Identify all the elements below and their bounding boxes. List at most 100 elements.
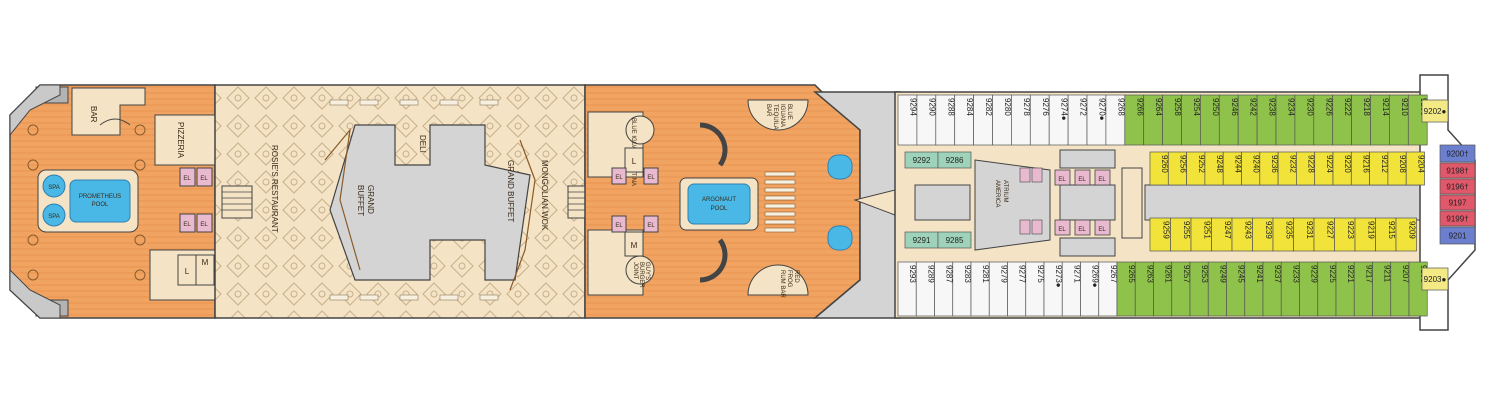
cabin-9243[interactable]: 9243 — [1231, 217, 1253, 252]
cabin-9292[interactable]: 9292 — [904, 151, 939, 169]
cabin-9226[interactable]: 9226 — [1313, 94, 1333, 146]
cabin-9253[interactable]: 9253 — [1189, 261, 1209, 317]
cabin-9260[interactable]: 9260 — [1149, 151, 1169, 186]
cabin-9233[interactable]: 9233 — [1280, 261, 1300, 317]
cabin-9234[interactable]: 9234 — [1275, 94, 1295, 146]
cabin-9235[interactable]: 9235 — [1272, 217, 1294, 252]
cabin-9202[interactable]: 9202● — [1421, 99, 1449, 123]
cabin-9211[interactable]: 9211 — [1372, 261, 1392, 317]
cabin-9271[interactable]: 9271 — [1061, 261, 1081, 317]
cabin-9221[interactable]: 9221 — [1335, 261, 1355, 317]
cabin-9216[interactable]: 9216 — [1350, 151, 1370, 186]
cabin-box[interactable] — [1421, 99, 1449, 123]
cabin-9289[interactable]: 9289 — [915, 261, 935, 317]
cabin-box[interactable] — [1439, 210, 1476, 227]
cabin-9245[interactable]: 9245 — [1226, 261, 1246, 317]
cabin-9270[interactable]: 9270● — [1086, 94, 1106, 146]
cabin-9287[interactable]: 9287 — [934, 261, 954, 317]
cabin-9278[interactable]: 9278 — [1011, 94, 1031, 146]
cabin-9199[interactable]: 9199† — [1439, 210, 1476, 227]
cabin-9209[interactable]: 9209 — [1395, 217, 1417, 252]
cabin-9212[interactable]: 9212 — [1369, 151, 1389, 186]
cabin-9215[interactable]: 9215 — [1375, 217, 1397, 252]
cabin-9237[interactable]: 9237 — [1262, 261, 1282, 317]
cabin-9267[interactable]: 9267 — [1098, 261, 1118, 317]
cabin-9277[interactable]: 9277 — [1007, 261, 1027, 317]
cabin-9282[interactable]: 9282 — [973, 94, 993, 146]
cabin-9236[interactable]: 9236 — [1259, 151, 1279, 186]
cabin-9264[interactable]: 9264 — [1143, 94, 1163, 146]
cabin-9272[interactable]: 9272 — [1067, 94, 1088, 146]
cabin-9246[interactable]: 9246 — [1218, 94, 1239, 146]
cabin-9217[interactable]: 9217 — [1353, 261, 1373, 317]
cabin-9274[interactable]: 9274● — [1048, 94, 1069, 146]
cabin-9220[interactable]: 9220 — [1332, 151, 1352, 186]
cabin-9285[interactable]: 9285 — [937, 231, 972, 249]
cabin-box[interactable] — [1405, 151, 1425, 186]
cabin-9219[interactable]: 9219 — [1354, 217, 1376, 252]
cabin-9214[interactable]: 9214 — [1370, 94, 1390, 146]
cabin-9207[interactable]: 9207 — [1390, 261, 1410, 317]
cabin-9248[interactable]: 9248 — [1204, 151, 1224, 186]
cabin-9259[interactable]: 9259 — [1149, 217, 1171, 252]
cabin-9222[interactable]: 9222 — [1332, 94, 1352, 146]
cabin-9208[interactable]: 9208 — [1387, 151, 1407, 186]
cabin-box[interactable] — [1439, 178, 1476, 195]
cabin-9247[interactable]: 9247 — [1211, 217, 1233, 252]
cabin-box[interactable] — [1439, 144, 1476, 163]
cabin-9223[interactable]: 9223 — [1334, 217, 1356, 252]
cabin-9284[interactable]: 9284 — [954, 94, 974, 146]
cabin-box[interactable] — [1421, 267, 1449, 291]
cabin-9252[interactable]: 9252 — [1186, 151, 1206, 186]
cabin-9225[interactable]: 9225 — [1317, 261, 1337, 317]
cabin-box[interactable] — [937, 151, 972, 169]
cabin-9293[interactable]: 9293 — [897, 261, 917, 317]
cabin-9227[interactable]: 9227 — [1313, 217, 1335, 252]
cabin-9283[interactable]: 9283 — [952, 261, 972, 317]
cabin-box[interactable] — [1439, 226, 1476, 245]
cabin-9255[interactable]: 9255 — [1170, 217, 1192, 252]
cabin-9229[interactable]: 9229 — [1299, 261, 1319, 317]
cabin-9257[interactable]: 9257 — [1171, 261, 1191, 317]
cabin-9269[interactable]: 9269● — [1080, 261, 1100, 317]
cabin-9266[interactable]: 9266 — [1124, 94, 1144, 146]
cabin-9288[interactable]: 9288 — [935, 94, 955, 146]
cabin-9230[interactable]: 9230 — [1294, 94, 1314, 146]
cabin-9261[interactable]: 9261 — [1153, 261, 1173, 317]
cabin-9204[interactable]: 9204 — [1405, 151, 1425, 186]
cabin-9232[interactable]: 9232 — [1277, 151, 1297, 186]
cabin-9231[interactable]: 9231 — [1293, 217, 1315, 252]
cabin-9263[interactable]: 9263 — [1134, 261, 1154, 317]
cabin-9224[interactable]: 9224 — [1314, 151, 1334, 186]
cabin-9281[interactable]: 9281 — [970, 261, 990, 317]
cabin-9218[interactable]: 9218 — [1351, 94, 1371, 146]
cabin-9238[interactable]: 9238 — [1256, 94, 1277, 146]
cabin-9294[interactable]: 9294 — [897, 94, 917, 146]
cabin-box[interactable] — [1395, 217, 1417, 252]
cabin-9256[interactable]: 9256 — [1167, 151, 1187, 186]
cabin-9254[interactable]: 9254 — [1181, 94, 1201, 146]
cabin-9280[interactable]: 9280 — [992, 94, 1012, 146]
cabin-9240[interactable]: 9240 — [1241, 151, 1261, 186]
cabin-9279[interactable]: 9279 — [988, 261, 1008, 317]
cabin-9265[interactable]: 9265 — [1116, 261, 1136, 317]
cabin-9268[interactable]: 9268 — [1105, 94, 1125, 146]
cabin-9290[interactable]: 9290 — [916, 94, 936, 146]
cabin-box[interactable] — [1439, 194, 1476, 211]
cabin-9291[interactable]: 9291 — [904, 231, 939, 249]
cabin-9286[interactable]: 9286 — [937, 151, 972, 169]
cabin-9228[interactable]: 9228 — [1296, 151, 1316, 186]
cabin-9258[interactable]: 9258 — [1162, 94, 1182, 146]
cabin-9201[interactable]: 9201 — [1439, 226, 1476, 245]
cabin-9249[interactable]: 9249 — [1207, 261, 1227, 317]
cabin-box[interactable] — [937, 231, 972, 249]
cabin-9197[interactable]: 9197 — [1439, 194, 1476, 211]
cabin-9242[interactable]: 9242 — [1237, 94, 1258, 146]
cabin-9250[interactable]: 9250 — [1200, 94, 1220, 146]
cabin-9241[interactable]: 9241 — [1244, 261, 1264, 317]
cabin-box[interactable] — [1439, 162, 1476, 179]
cabin-9210[interactable]: 9210 — [1389, 94, 1409, 146]
cabin-9276[interactable]: 9276 — [1029, 94, 1050, 146]
cabin-9244[interactable]: 9244 — [1222, 151, 1242, 186]
cabin-9198[interactable]: 9198† — [1439, 162, 1476, 179]
